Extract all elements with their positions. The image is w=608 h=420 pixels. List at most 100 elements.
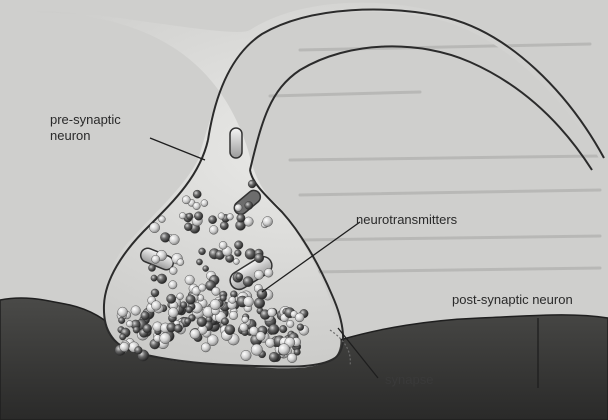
vesicle xyxy=(210,299,221,310)
vesicle xyxy=(254,298,265,309)
vesicle xyxy=(180,302,187,309)
vesicle xyxy=(209,226,218,235)
vesicle xyxy=(185,318,192,325)
vesicle xyxy=(248,180,256,188)
vesicle xyxy=(229,297,236,304)
neurotransmitters-label: neurotransmitters xyxy=(356,212,457,228)
vesicle xyxy=(245,201,253,209)
vesicle xyxy=(177,259,184,266)
axon-inner-outline xyxy=(250,46,592,170)
vesicle xyxy=(295,313,304,322)
vesicle xyxy=(196,259,202,265)
vesicle xyxy=(169,281,177,289)
vesicle xyxy=(237,214,245,222)
vesicle xyxy=(194,212,203,221)
vesicle xyxy=(148,264,155,271)
vesicle xyxy=(120,342,129,351)
vesicle xyxy=(225,325,235,335)
vesicle xyxy=(236,273,243,280)
vesicle xyxy=(235,250,242,257)
pre-synaptic-label-line1: pre-synaptic xyxy=(50,112,121,128)
vesicle xyxy=(199,248,206,255)
vesicle xyxy=(218,213,225,220)
vesicle xyxy=(167,294,176,303)
vesicle xyxy=(193,202,200,209)
vesicle xyxy=(229,311,238,320)
vesicle xyxy=(279,325,287,333)
vesicle xyxy=(159,216,166,223)
vesicle xyxy=(287,320,294,327)
vesicle xyxy=(151,289,159,297)
vesicle xyxy=(266,338,275,347)
vesicle xyxy=(264,268,273,277)
pre-synaptic-neuron-label: pre-synaptic neuron xyxy=(50,112,121,144)
vesicle xyxy=(256,332,265,341)
vesicle xyxy=(241,350,251,360)
vesicle xyxy=(221,318,228,325)
post-synaptic-neuron-label: post-synaptic neuron xyxy=(452,292,573,308)
vesicle xyxy=(297,324,304,331)
vesicle xyxy=(150,223,160,233)
vesicle xyxy=(233,259,239,265)
vesicle xyxy=(254,253,263,262)
vesicle xyxy=(269,324,279,334)
vesicle xyxy=(186,306,193,313)
vesicle xyxy=(294,349,301,356)
vesicle xyxy=(184,223,192,231)
synapse-label: synapse xyxy=(385,372,433,388)
vesicle xyxy=(141,311,150,320)
vesicle xyxy=(278,344,289,355)
vesicle xyxy=(185,275,195,285)
vesicle xyxy=(143,324,152,333)
vesicle xyxy=(235,204,242,211)
vesicle xyxy=(177,293,184,300)
organelle-1 xyxy=(230,128,242,158)
vesicle xyxy=(169,267,177,275)
vesicle xyxy=(131,306,141,316)
vesicle xyxy=(263,217,273,227)
vesicle xyxy=(245,249,256,260)
vesicle xyxy=(240,323,248,331)
vesicle xyxy=(190,329,200,339)
vesicle xyxy=(267,308,276,317)
vesicle xyxy=(126,321,133,328)
pre-synaptic-label-line2: neuron xyxy=(50,128,121,144)
vesicle xyxy=(243,277,253,287)
vesicle xyxy=(219,241,227,249)
vesicle xyxy=(193,190,201,198)
vesicle xyxy=(186,213,193,220)
vesicle xyxy=(201,343,210,352)
pre-synaptic-leader-line xyxy=(150,138,205,160)
vesicle xyxy=(227,214,234,221)
vesicle xyxy=(120,334,126,340)
vesicle xyxy=(220,222,228,230)
vesicle xyxy=(269,352,279,362)
vesicle xyxy=(257,289,267,299)
vesicle xyxy=(182,196,190,204)
vesicle xyxy=(254,270,263,279)
vesicle xyxy=(152,255,160,263)
vesicle xyxy=(201,200,208,207)
vesicle xyxy=(157,274,167,284)
vesicle xyxy=(209,216,217,224)
vesicle xyxy=(186,295,196,305)
vesicle xyxy=(199,284,206,291)
background-text-lines xyxy=(270,44,600,272)
vesicle xyxy=(197,317,207,327)
vesicle xyxy=(133,326,140,333)
vesicle xyxy=(169,235,179,245)
vesicle xyxy=(203,266,209,272)
vesicle xyxy=(243,297,253,307)
vesicle xyxy=(135,346,143,354)
vesicle xyxy=(160,333,171,344)
vesicle xyxy=(118,307,128,317)
vesicle xyxy=(242,316,249,323)
vesicle xyxy=(118,317,125,324)
vesicle xyxy=(179,212,186,219)
vesicle xyxy=(220,295,227,302)
vesicle xyxy=(151,301,161,311)
vesicle xyxy=(174,324,182,332)
vesicle xyxy=(151,275,157,281)
